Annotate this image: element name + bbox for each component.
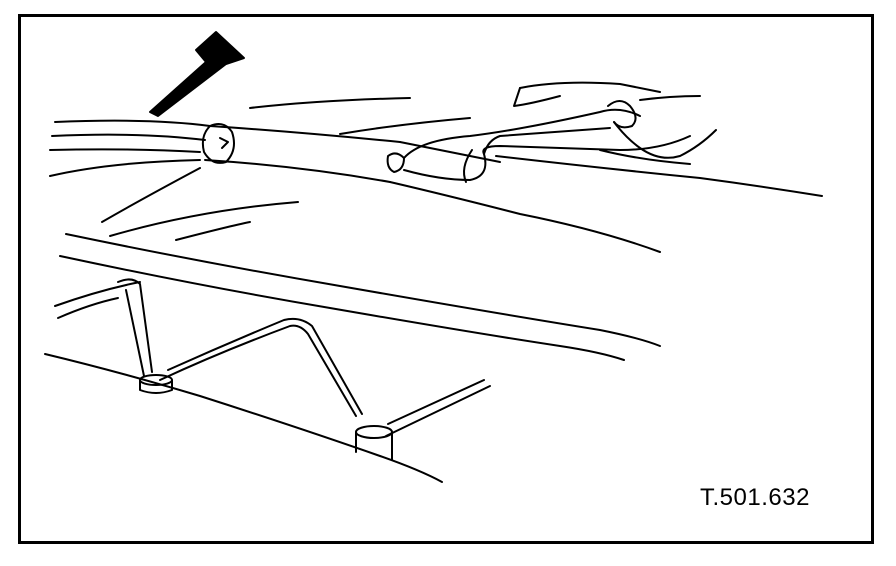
fixing-bolt	[201, 123, 235, 164]
arrow-indicator	[149, 31, 245, 117]
background-panel-lines	[249, 81, 823, 197]
mounting-post-left	[139, 374, 173, 394]
retaining-clip	[386, 100, 717, 183]
support-wire-frame	[117, 278, 491, 437]
roof-rail	[49, 119, 401, 223]
mounting-post-right	[355, 425, 393, 461]
figure-reference-code: T.501.632	[700, 484, 810, 511]
body-panel	[44, 141, 661, 483]
